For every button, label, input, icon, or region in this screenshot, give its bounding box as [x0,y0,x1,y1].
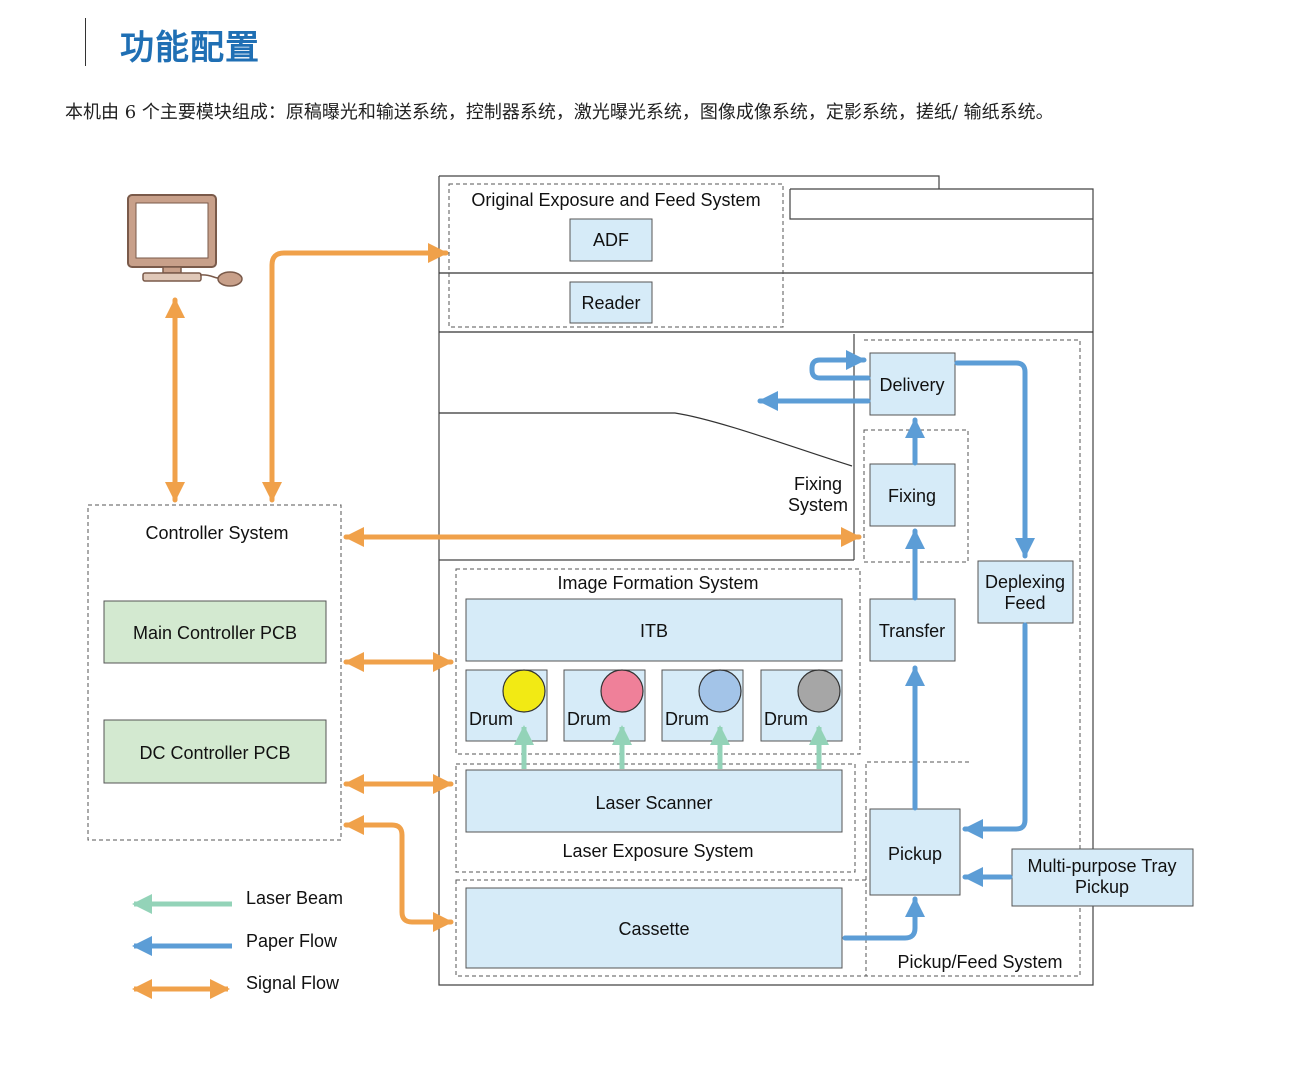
laser-exposure-system-region [455,763,856,873]
delivery-box: Delivery [869,352,956,416]
drum-label: Drum [764,709,808,729]
mouse-icon [199,271,243,287]
drum-toner-circle [797,669,841,713]
itb-label: ITB [640,621,668,641]
original-exposure-system-label: Original Exposure and Feed System [471,190,760,210]
intro-text: 本机由 6 个主要模块组成：原稿曝光和输送系统，控制器系统，激光曝光系统，图像成… [65,102,1054,123]
itb-box: ITB [465,598,843,662]
signal-arrow-controller-cassette [343,815,454,932]
cassette-box: Cassette [465,887,843,969]
multi-purpose-label-1: Multi-purpose Tray [1027,856,1176,876]
fixing-label: Fixing [888,486,936,506]
drum-label: Drum [567,709,611,729]
paper-arrow-cassette-pickup [842,896,925,941]
paper-arrow-duplex-pickup [962,622,1028,839]
dc-controller-pcb-label: DC Controller PCB [139,743,290,763]
drum-box-1: Drum [465,669,548,742]
fixing-box: Fixing [869,463,956,527]
delivery-label: Delivery [879,375,944,395]
signal-flow-arrows [165,243,862,932]
controller-system-region [87,504,342,841]
image-formation-system-label: Image Formation System [557,573,758,593]
legend-paper-flow-label: Paper Flow [246,931,338,951]
cassette-label: Cassette [618,919,689,939]
drum-box-3: Drum [661,669,744,742]
drum-label: Drum [469,709,513,729]
drum-box-2: Drum [563,669,646,742]
drum-toner-circle [698,669,742,713]
laser-exposure-system-label: Laser Exposure System [562,841,753,861]
pickup-box: Pickup [869,808,961,896]
paper-flow-arrows [757,350,1035,941]
legend-laser-beam-label: Laser Beam [246,888,343,908]
drum-box-4: Drum [760,669,843,742]
dc-controller-pcb-box: DC Controller PCB [103,719,327,784]
main-controller-pcb-label: Main Controller PCB [133,623,297,643]
paper-arrow-delivery-loop [809,350,871,381]
drum-toner-circle [502,669,546,713]
controller-system-label: Controller System [145,523,288,543]
deplexing-feed-label-1: Deplexing [985,572,1065,592]
deplexing-feed-label-2: Feed [1004,593,1045,613]
transfer-label: Transfer [879,621,945,641]
drum-toner-circle [600,669,644,713]
transfer-box: Transfer [869,598,956,662]
reader-label: Reader [581,293,640,313]
legend: Laser Beam Paper Flow Signal Flow [132,888,343,999]
main-controller-pcb-box: Main Controller PCB [103,600,327,664]
laser-scanner-label: Laser Scanner [595,793,712,813]
laser-beam-arrows [514,725,829,769]
paper-path-region [864,339,1081,977]
pickup-label: Pickup [888,844,942,864]
drum-label: Drum [665,709,709,729]
computer-monitor-icon [127,194,217,282]
reader-box: Reader [569,281,653,324]
fixing-system-label-2: System [788,495,848,515]
title-divider [85,18,86,66]
multi-purpose-label-2: Pickup [1075,877,1129,897]
original-exposure-system-region [448,183,784,328]
machine-outline [438,175,1094,986]
deplexing-feed-box: Deplexing Feed [977,560,1074,624]
signal-arrow-controller-original [262,243,449,503]
pickup-feed-system-label: Pickup/Feed System [897,952,1062,972]
image-formation-system-region [455,568,861,755]
page-title: 功能配置 [120,28,260,68]
cassette-region [455,879,867,977]
paper-arrow-delivery-duplex [954,360,1035,559]
fixing-system-label-1: Fixing [794,474,842,494]
laser-scanner-box: Laser Scanner [465,769,843,833]
adf-box: ADF [569,218,653,262]
adf-label: ADF [593,230,629,250]
multi-purpose-tray-box: Multi-purpose Tray Pickup [1011,848,1194,907]
legend-signal-flow-label: Signal Flow [246,973,340,993]
